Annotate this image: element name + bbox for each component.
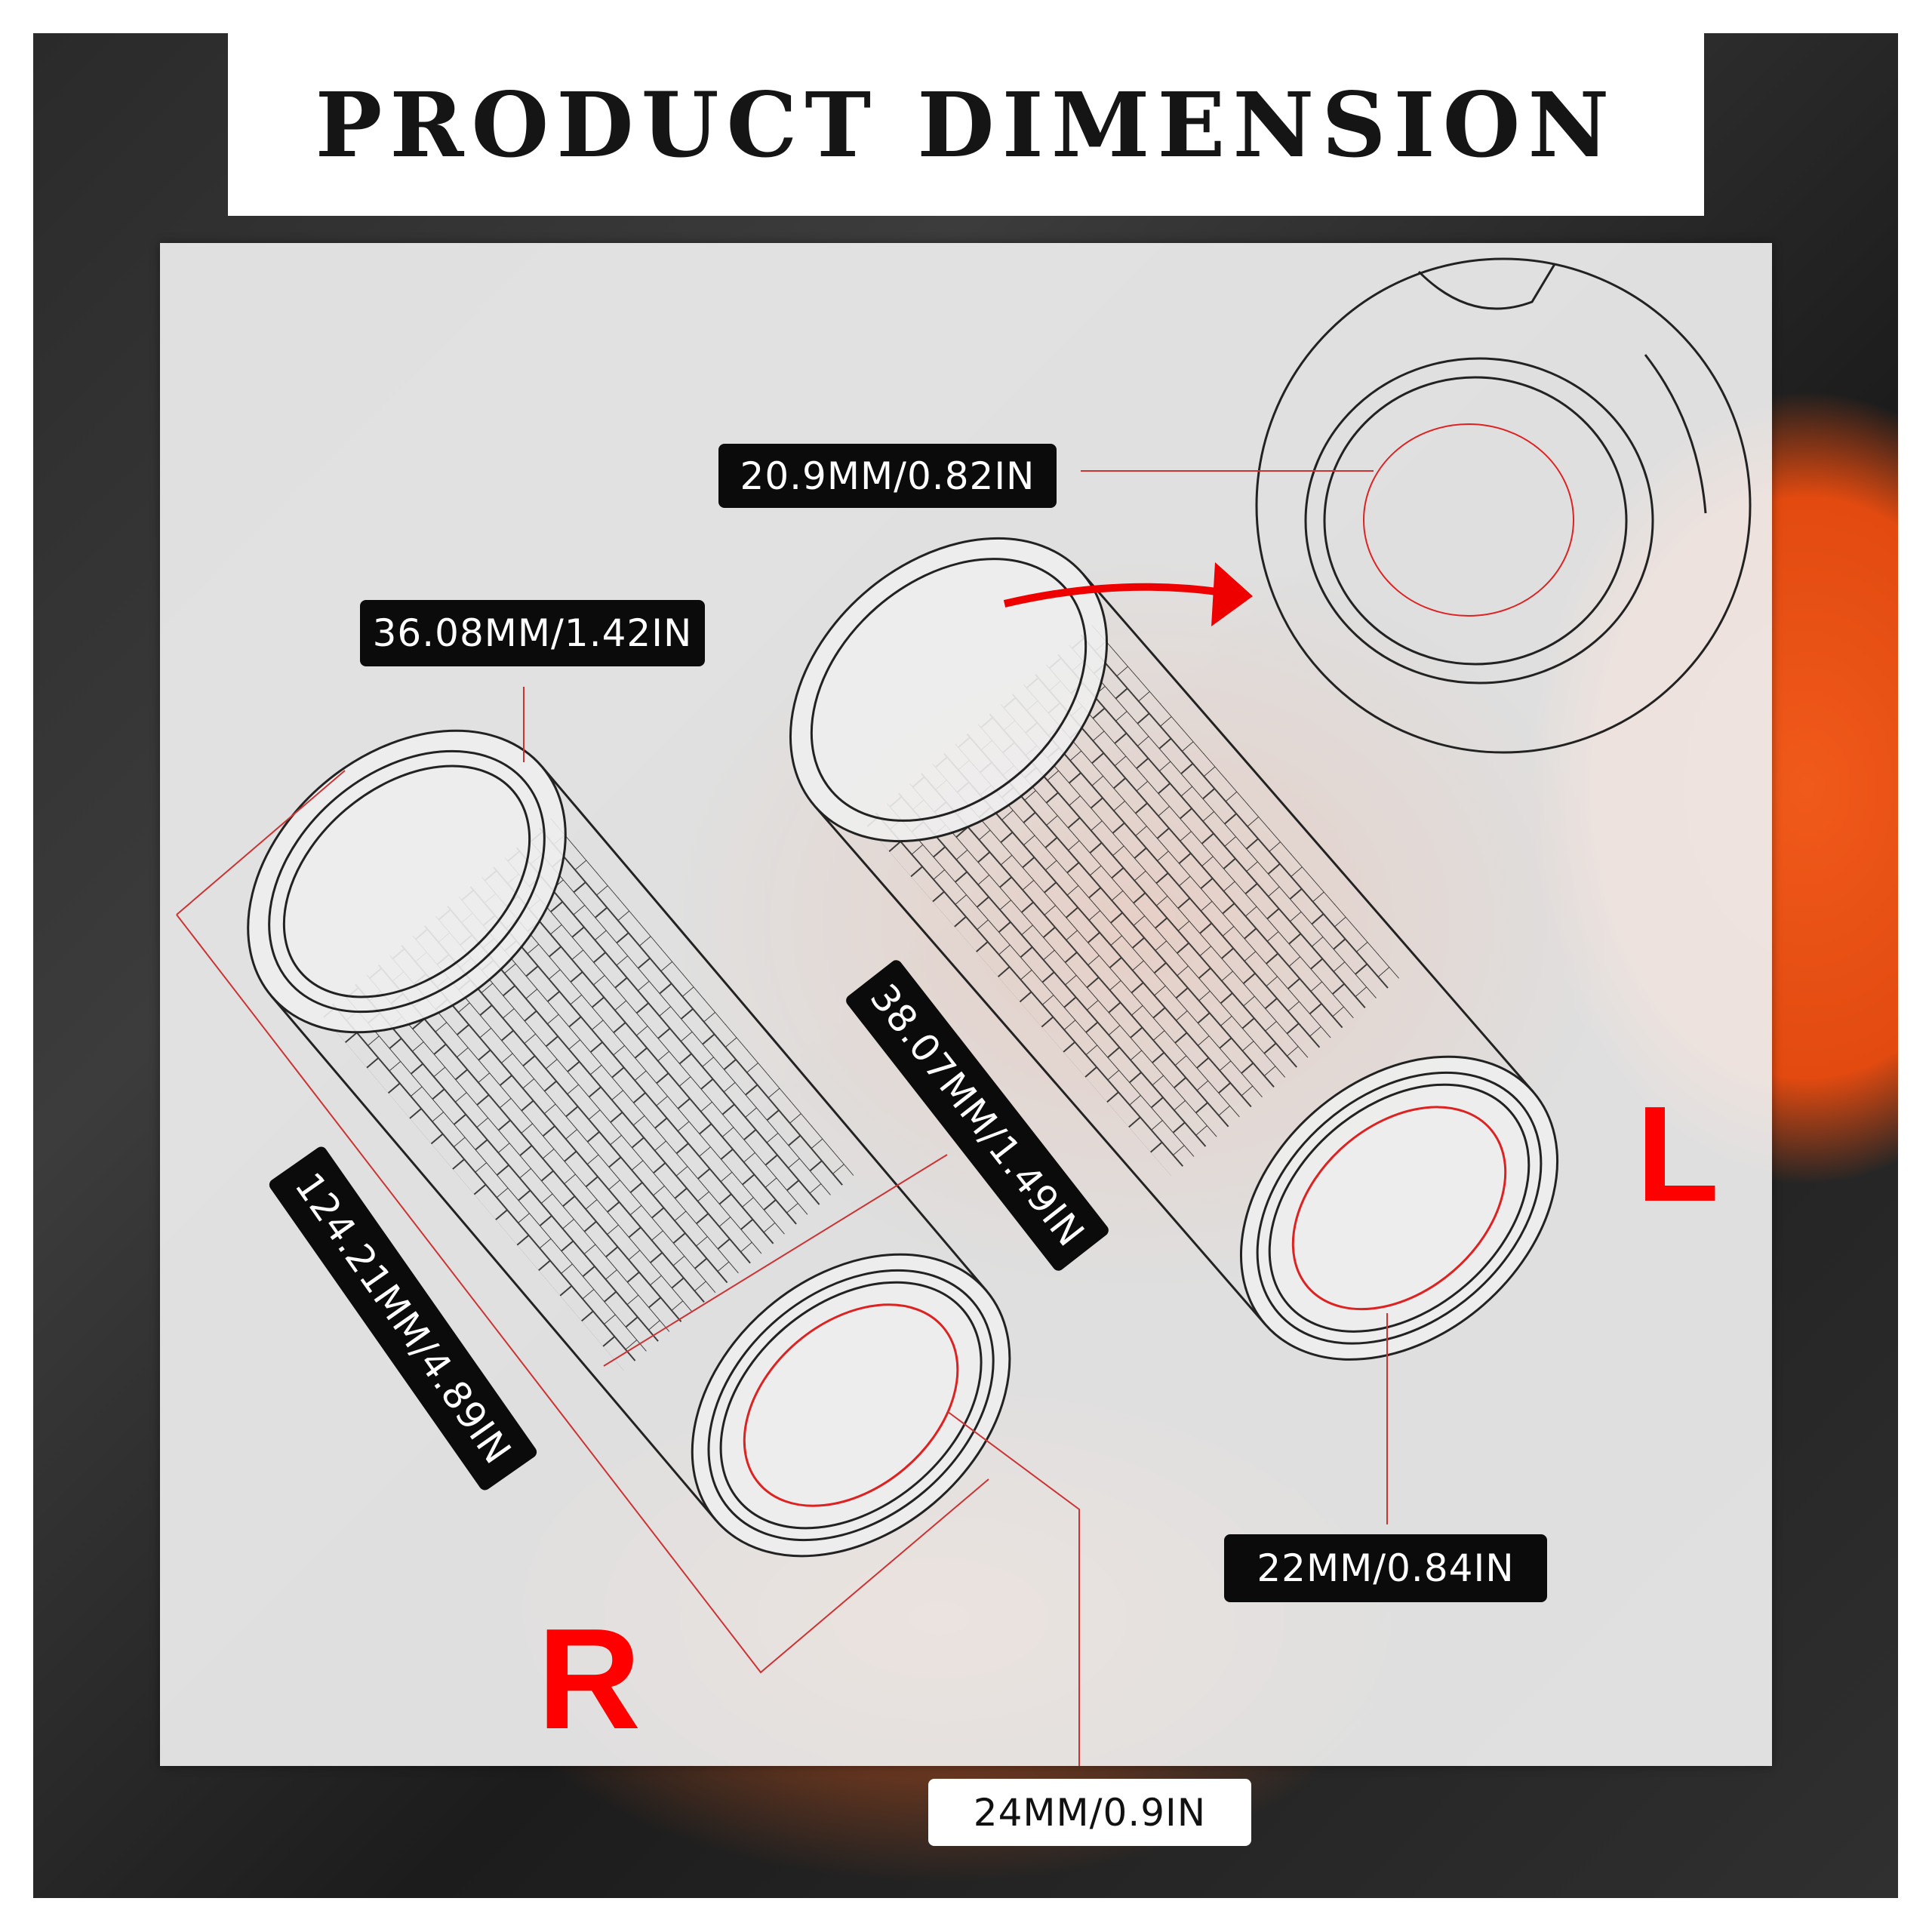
label-inner-diameter-right: 24MM/0.9IN xyxy=(928,1779,1251,1846)
label-inner-diameter-top: 20.9MM/0.82IN xyxy=(718,444,1057,508)
left-side-label: L xyxy=(1636,1078,1719,1230)
right-grip-drawing xyxy=(247,729,1011,1558)
dimension-lines xyxy=(176,470,1388,1766)
title-banner: PRODUCT DIMENSION xyxy=(228,33,1704,216)
label-inner-diameter-left: 22MM/0.84IN xyxy=(1224,1534,1547,1602)
left-grip-drawing xyxy=(789,537,1559,1361)
label-end-diameter: 36.08MM/1.42IN xyxy=(360,600,705,666)
page-title: PRODUCT DIMENSION xyxy=(315,72,1617,177)
arrow-head-icon xyxy=(1211,562,1253,626)
red-arrow-icon xyxy=(1003,583,1223,608)
right-side-label: R xyxy=(537,1599,641,1759)
end-detail-view xyxy=(1255,257,1752,754)
